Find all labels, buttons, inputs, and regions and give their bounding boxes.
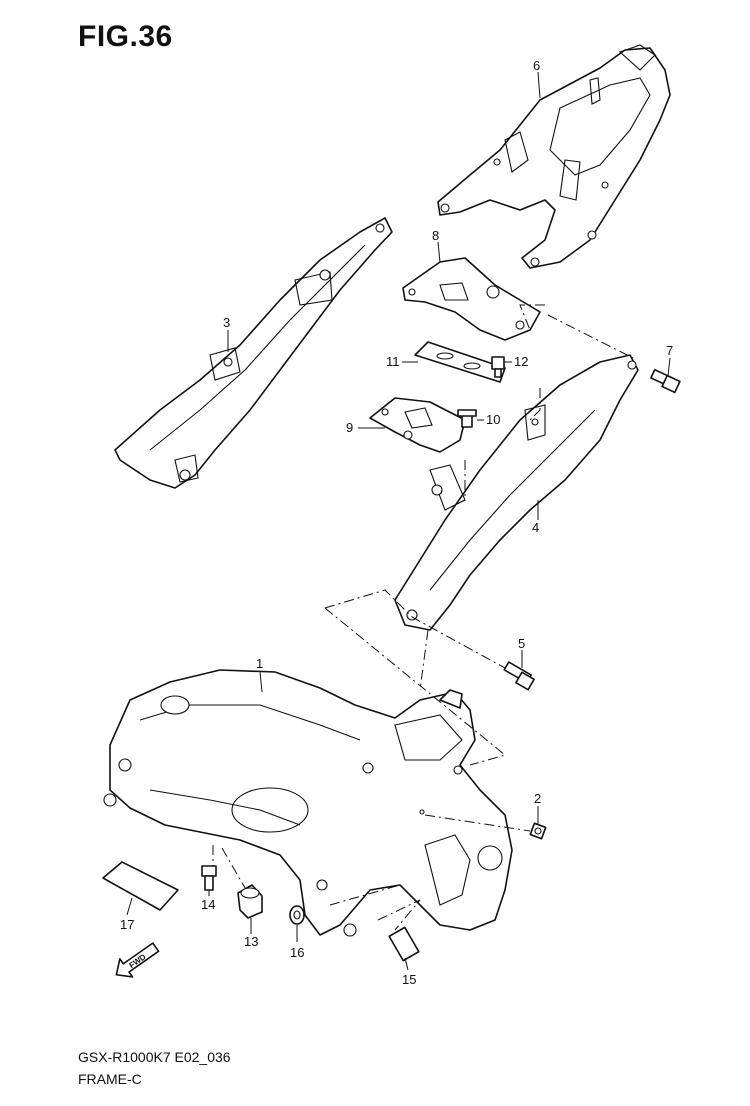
- part-9-bracket[interactable]: [369, 397, 466, 453]
- part-13-spacer[interactable]: [237, 884, 263, 919]
- assembly-line: [221, 847, 246, 889]
- callout-13: 13: [244, 934, 258, 949]
- part-7-bolt[interactable]: [650, 368, 681, 394]
- callout-16: 16: [290, 945, 304, 960]
- part-8-bracket[interactable]: [402, 257, 541, 341]
- callout-15: 15: [402, 972, 416, 987]
- assembly-line: [424, 814, 531, 832]
- assembly-line: [444, 460, 466, 511]
- part-15-bolt[interactable]: [388, 926, 420, 962]
- figure-title: FIG.36: [78, 20, 173, 53]
- part-4-right-seat-rail[interactable]: [394, 354, 639, 631]
- callout-11: 11: [386, 354, 400, 369]
- part-14-bolt[interactable]: [201, 865, 217, 891]
- callout-8: 8: [432, 228, 439, 243]
- fwd-arrow-icon: FWD: [115, 942, 160, 978]
- assembly-line: [547, 314, 634, 359]
- callout-17: 17: [120, 917, 134, 932]
- callout-10: 10: [486, 412, 500, 427]
- part-11-plate[interactable]: [414, 341, 506, 383]
- assembly-line: [329, 884, 411, 906]
- callout-1: 1: [256, 656, 263, 671]
- part-1-main-frame[interactable]: [103, 669, 513, 937]
- callout-12: 12: [514, 354, 528, 369]
- callout-9: 9: [346, 420, 353, 435]
- callout-7: 7: [666, 343, 673, 358]
- assembly-line: [419, 629, 429, 691]
- callout-2: 2: [534, 791, 541, 806]
- callout-14: 14: [201, 897, 215, 912]
- part-3-left-seat-rail[interactable]: [114, 217, 393, 489]
- part-2-bolt[interactable]: [529, 822, 547, 840]
- leader-lines: [126, 71, 671, 971]
- assembly-line: [377, 899, 421, 931]
- assembly-line: [519, 304, 545, 331]
- part-10-bolt[interactable]: [457, 409, 477, 428]
- part-5-bolt[interactable]: [503, 661, 535, 691]
- part-6-seat-rail-frame[interactable]: [437, 44, 671, 269]
- callout-5: 5: [518, 636, 525, 651]
- part-12-bolt[interactable]: [491, 356, 505, 378]
- callout-6: 6: [533, 58, 540, 73]
- callout-3: 3: [223, 315, 230, 330]
- part-16-washer[interactable]: [289, 905, 305, 925]
- assembly-line: [324, 589, 506, 669]
- model-code: GSX-R1000K7 E02_036: [78, 1049, 231, 1065]
- part-17-label[interactable]: [102, 861, 179, 911]
- callout-4: 4: [532, 520, 539, 535]
- figure-name: FRAME-C: [78, 1071, 142, 1087]
- assembly-line: [529, 388, 541, 421]
